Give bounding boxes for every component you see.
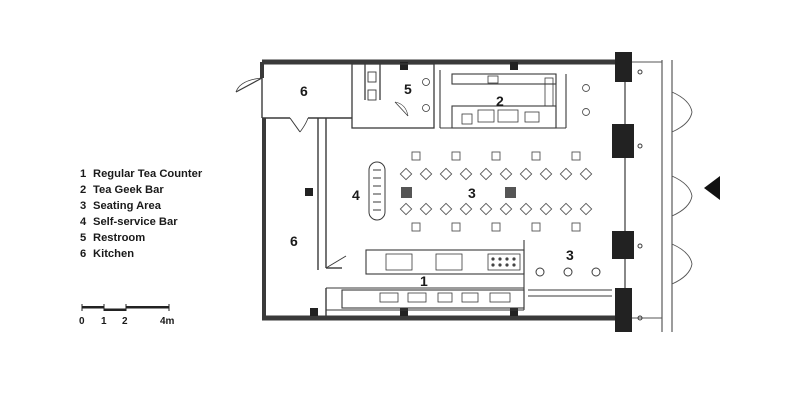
room-label-kitchen-top: 6	[300, 83, 308, 99]
room-label-seating-area: 3	[468, 185, 476, 201]
scale-tick-label: 0	[79, 316, 85, 327]
kitchen-top-room	[235, 62, 352, 133]
legend-number: 3	[80, 200, 87, 212]
column	[400, 62, 408, 70]
legend-number: 6	[80, 248, 87, 260]
room-label-regular-tea-counter: 1	[420, 273, 428, 289]
seating-area	[399, 151, 593, 232]
legend: 1 Regular Tea Counter 2 Tea Geek Bar 3 S…	[80, 166, 202, 262]
legend-item: 5 Restroom	[80, 230, 202, 246]
legend-label: Regular Tea Counter	[93, 168, 203, 180]
legend-label: Kitchen	[93, 248, 135, 260]
legend-item: 2 Tea Geek Bar	[80, 182, 202, 198]
legend-label: Tea Geek Bar	[93, 184, 164, 196]
scale-tick-label: 1	[101, 316, 107, 327]
restroom	[351, 63, 435, 129]
entry-arrow	[704, 176, 720, 200]
column	[310, 308, 318, 316]
room-label-tea-geek-bar: 2	[496, 93, 504, 109]
self-service-bar	[368, 161, 386, 221]
column	[400, 308, 408, 316]
column	[510, 308, 518, 316]
regular-tea-counter	[326, 240, 525, 311]
geek-bar-stools	[582, 84, 590, 116]
burner-grid	[491, 257, 516, 267]
room-label-kitchen-main: 6	[290, 233, 298, 249]
legend-label: Restroom	[93, 232, 146, 244]
legend-number: 2	[80, 184, 87, 196]
table-set	[479, 151, 513, 181]
legend-number: 5	[80, 232, 87, 244]
legend-item: 1 Regular Tea Counter	[80, 166, 202, 182]
legend-number: 1	[80, 168, 87, 180]
column	[505, 187, 516, 198]
table-set	[519, 202, 553, 232]
exterior-walls	[260, 59, 673, 332]
window-counter	[528, 69, 643, 321]
table-set	[519, 151, 553, 181]
column	[401, 187, 412, 198]
table-set	[399, 202, 433, 232]
kitchen-main-room	[317, 118, 347, 318]
facade-columns	[612, 52, 634, 332]
table-set	[559, 202, 593, 232]
legend-label: Seating Area	[93, 200, 161, 212]
legend-number: 4	[80, 216, 87, 228]
table-set	[479, 202, 513, 232]
table-set	[439, 202, 473, 232]
scale-tick-label: 4m	[160, 316, 175, 327]
room-label-self-service-bar: 4	[352, 187, 360, 203]
legend-item: 4 Self-service Bar	[80, 214, 202, 230]
table-set	[399, 151, 433, 181]
table-set	[439, 151, 473, 181]
column	[305, 188, 313, 196]
column	[510, 62, 518, 70]
entry-doors	[632, 61, 693, 319]
legend-item: 6 Kitchen	[80, 246, 202, 262]
room-label-seating-area-lower: 3	[566, 247, 574, 263]
scale-bar	[81, 304, 170, 311]
scale-tick-label: 2	[122, 316, 128, 327]
tea-geek-bar	[439, 70, 567, 129]
table-set	[559, 151, 593, 181]
legend-item: 3 Seating Area	[80, 198, 202, 214]
room-label-restroom: 5	[404, 81, 412, 97]
legend-label: Self-service Bar	[93, 216, 178, 228]
